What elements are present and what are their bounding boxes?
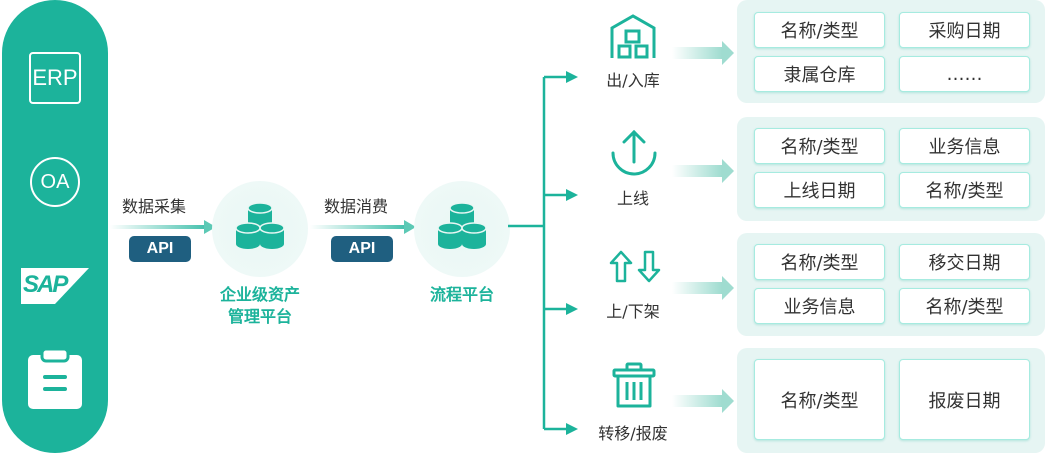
database-stack-icon	[437, 202, 487, 249]
sap-logo-icon: SAP	[21, 268, 89, 304]
fields-panel-transfer: 名称/类型 报废日期	[737, 348, 1045, 453]
process-platform-hub	[414, 181, 510, 277]
branch-connector	[508, 71, 578, 435]
upload-icon	[611, 129, 657, 176]
field-cell: 业务信息	[899, 128, 1030, 164]
field-cell: 报废日期	[899, 359, 1030, 440]
category-label-transfer: 转移/报废	[598, 424, 668, 443]
up-down-arrows-icon	[609, 250, 661, 283]
panel-arrow-1	[672, 41, 734, 65]
api-badge-1: API	[129, 236, 191, 262]
field-cell: 移交日期	[899, 244, 1030, 280]
field-cell: ……	[899, 56, 1030, 92]
field-cell: 名称/类型	[754, 359, 885, 440]
category-label-shelf: 上/下架	[606, 302, 660, 321]
asset-platform-label-line2: 管理平台	[227, 307, 292, 326]
erp-label: ERP	[32, 65, 78, 90]
field-cell: 名称/类型	[754, 128, 885, 164]
asset-platform-label: 企业级资产 管理平台	[200, 284, 320, 328]
source-sap: SAP	[2, 268, 108, 304]
process-platform-label: 流程平台	[429, 285, 494, 304]
source-clipboard	[2, 347, 108, 411]
collect-arrow	[110, 220, 216, 234]
field-cell: 名称/类型	[899, 288, 1030, 324]
data-collect-label: 数据采集	[122, 197, 187, 216]
erp-icon: ERP	[29, 52, 81, 104]
consume-arrow	[310, 220, 416, 234]
field-cell: 上线日期	[754, 172, 885, 208]
category-label-inout: 出/入库	[606, 71, 660, 90]
panel-arrow-2	[672, 159, 734, 183]
fields-panel-inout: 名称/类型 采购日期 隶属仓库 ……	[737, 0, 1045, 103]
source-erp: ERP	[2, 52, 108, 104]
clipboard-icon	[28, 347, 82, 409]
warehouse-icon	[610, 14, 656, 59]
panel-arrow-3	[672, 276, 734, 300]
data-consume-label: 数据消费	[324, 197, 389, 216]
category-label-online: 上线	[616, 189, 649, 208]
field-cell: 采购日期	[899, 12, 1030, 48]
source-systems-panel: ERP OA SAP	[2, 0, 108, 453]
field-cell: 名称/类型	[754, 244, 885, 280]
asset-platform-label-line1: 企业级资产	[219, 285, 300, 304]
field-cell: 业务信息	[754, 288, 885, 324]
fields-panel-online: 名称/类型 业务信息 上线日期 名称/类型	[737, 117, 1045, 221]
source-oa: OA	[2, 157, 108, 207]
oa-label: OA	[40, 170, 70, 193]
oa-icon: OA	[30, 157, 80, 207]
field-cell: 名称/类型	[754, 12, 885, 48]
api-badge-2: API	[331, 236, 393, 262]
field-cell: 隶属仓库	[754, 56, 885, 92]
asset-platform-hub	[212, 181, 308, 277]
field-cell: 名称/类型	[899, 172, 1030, 208]
database-stack-icon	[235, 202, 285, 249]
fields-panel-shelf: 名称/类型 移交日期 业务信息 名称/类型	[737, 233, 1045, 336]
panel-arrow-4	[672, 389, 734, 413]
trash-icon	[612, 362, 656, 408]
sap-label: SAP	[23, 271, 68, 298]
